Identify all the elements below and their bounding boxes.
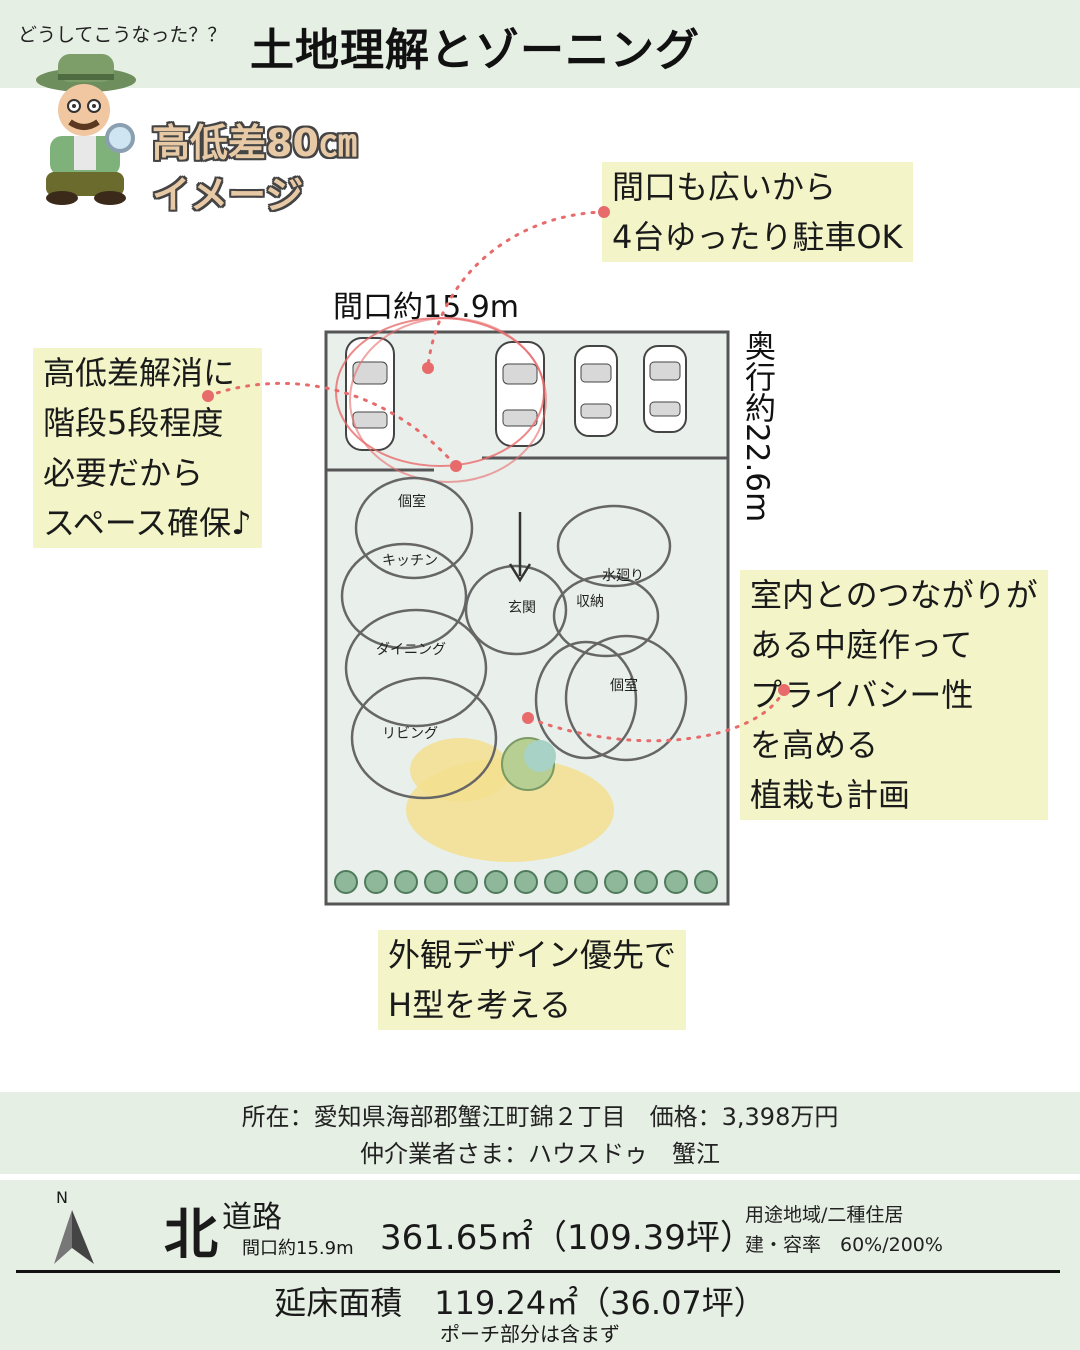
coverage-ratio: 建・容率 60%/200% (745, 1234, 943, 1256)
room-label-living: リビング (382, 726, 438, 742)
room-label-dining: ダイニング (376, 642, 446, 658)
shrub-icon (694, 870, 718, 894)
note-design-line2: H型を考える (378, 980, 687, 1030)
note-courtyard-line1: 室内とのつながりが (740, 570, 1048, 620)
leader-lines (202, 206, 790, 743)
leader-dot (422, 362, 434, 374)
leader-dot (598, 206, 610, 218)
note-parking-line2: 4台ゆったり駐車OK (602, 212, 913, 262)
shrub-icon (454, 870, 478, 894)
room-label-entrance: 玄関 (508, 599, 536, 616)
shrub-icon (664, 870, 688, 894)
image-caption-line2: イメージ (152, 173, 304, 217)
road-direction: 北 (164, 1203, 218, 1266)
note-stairs-line2: 階段5段程度 (33, 398, 262, 448)
info-band (0, 1092, 1080, 1174)
floor-area-note: ポーチ部分は含まず (440, 1322, 620, 1346)
shrub-icon (484, 870, 508, 894)
room-label-water: 水廻り (602, 568, 644, 584)
location-price: 所在：愛知県海部郡蟹江町錦２丁目 価格：3,398万円 (241, 1103, 839, 1131)
note-stairs-line4: スペース確保♪ (33, 498, 262, 548)
tree-icon (524, 740, 556, 772)
room-label-private1: 個室 (398, 493, 426, 510)
shrub-icon (334, 870, 358, 894)
note-courtyard-line2: ある中庭作って (740, 620, 1048, 670)
shrub-icon (634, 870, 658, 894)
parking-sketch-circle (349, 317, 547, 483)
shrub-icon (544, 870, 568, 894)
note-courtyard: 室内とのつながりが ある中庭作って プライバシー性 を高める 植栽も計画 (740, 570, 1048, 820)
note-stairs-line1: 高低差解消に (33, 348, 262, 398)
image-caption-line1: 高低差80㎝ (152, 121, 357, 165)
shrub-icon (394, 870, 418, 894)
car-icon (574, 345, 618, 437)
depth-dimension: 奥行約22.6m (739, 330, 775, 523)
note-parking: 間口も広いから 4台ゆったり駐車OK (602, 162, 913, 262)
summary-divider (16, 1270, 1060, 1273)
note-stairs-line3: 必要だから (33, 448, 262, 498)
lot-area: 361.65㎡（109.39坪） (380, 1218, 754, 1258)
header-subtitle: どうしてこうなった？？ (18, 24, 227, 46)
note-stairs: 高低差解消に 階段5段程度 必要だから スペース確保♪ (33, 348, 262, 548)
room-label-private2: 個室 (610, 677, 638, 694)
summary-band (0, 1180, 1080, 1350)
leader-dot (778, 684, 790, 696)
car-icon (643, 345, 687, 433)
leader-dot (202, 390, 214, 402)
leader-dot (450, 460, 462, 472)
shrub-icon (424, 870, 448, 894)
shrub-icon (574, 870, 598, 894)
detective-mascot-icon (36, 54, 136, 205)
floor-area: 延床面積 119.24㎡（36.07坪） (274, 1284, 766, 1322)
zoning-bubbles (340, 476, 688, 800)
site-plan: 個室 キッチン ダイニング リビング 玄関 収納 水廻り 個室 (324, 317, 730, 906)
entrance-arrowhead-icon (508, 563, 532, 583)
garden-area (410, 738, 510, 802)
agent-name: 仲介業者さま：ハウスドゥ 蟹江 (360, 1140, 720, 1168)
shrub-icon (604, 870, 628, 894)
note-design-line1: 外観デザイン優先で (378, 930, 687, 980)
header-band (0, 0, 1080, 88)
shrub-icon (514, 870, 538, 894)
page-title: 土地理解とゾーニング (250, 25, 700, 76)
hedge-row (334, 870, 718, 894)
zoning-label: 用途地域/二種住居 (745, 1204, 904, 1226)
north-arrow-icon (54, 1210, 94, 1264)
note-design: 外観デザイン優先で H型を考える (378, 930, 687, 1030)
room-label-kitchen: キッチン (382, 553, 438, 569)
leader-dot (522, 712, 534, 724)
shrub-icon (364, 870, 388, 894)
compass-label: N (56, 1188, 68, 1207)
note-courtyard-line5: 植栽も計画 (740, 770, 1048, 820)
note-courtyard-line4: を高める (740, 720, 1048, 770)
room-label-storage: 収納 (576, 594, 604, 610)
road-label: 道路 (222, 1200, 282, 1235)
note-parking-line1: 間口も広いから (602, 162, 913, 212)
frontage-label: 間口約15.9m (242, 1238, 354, 1259)
